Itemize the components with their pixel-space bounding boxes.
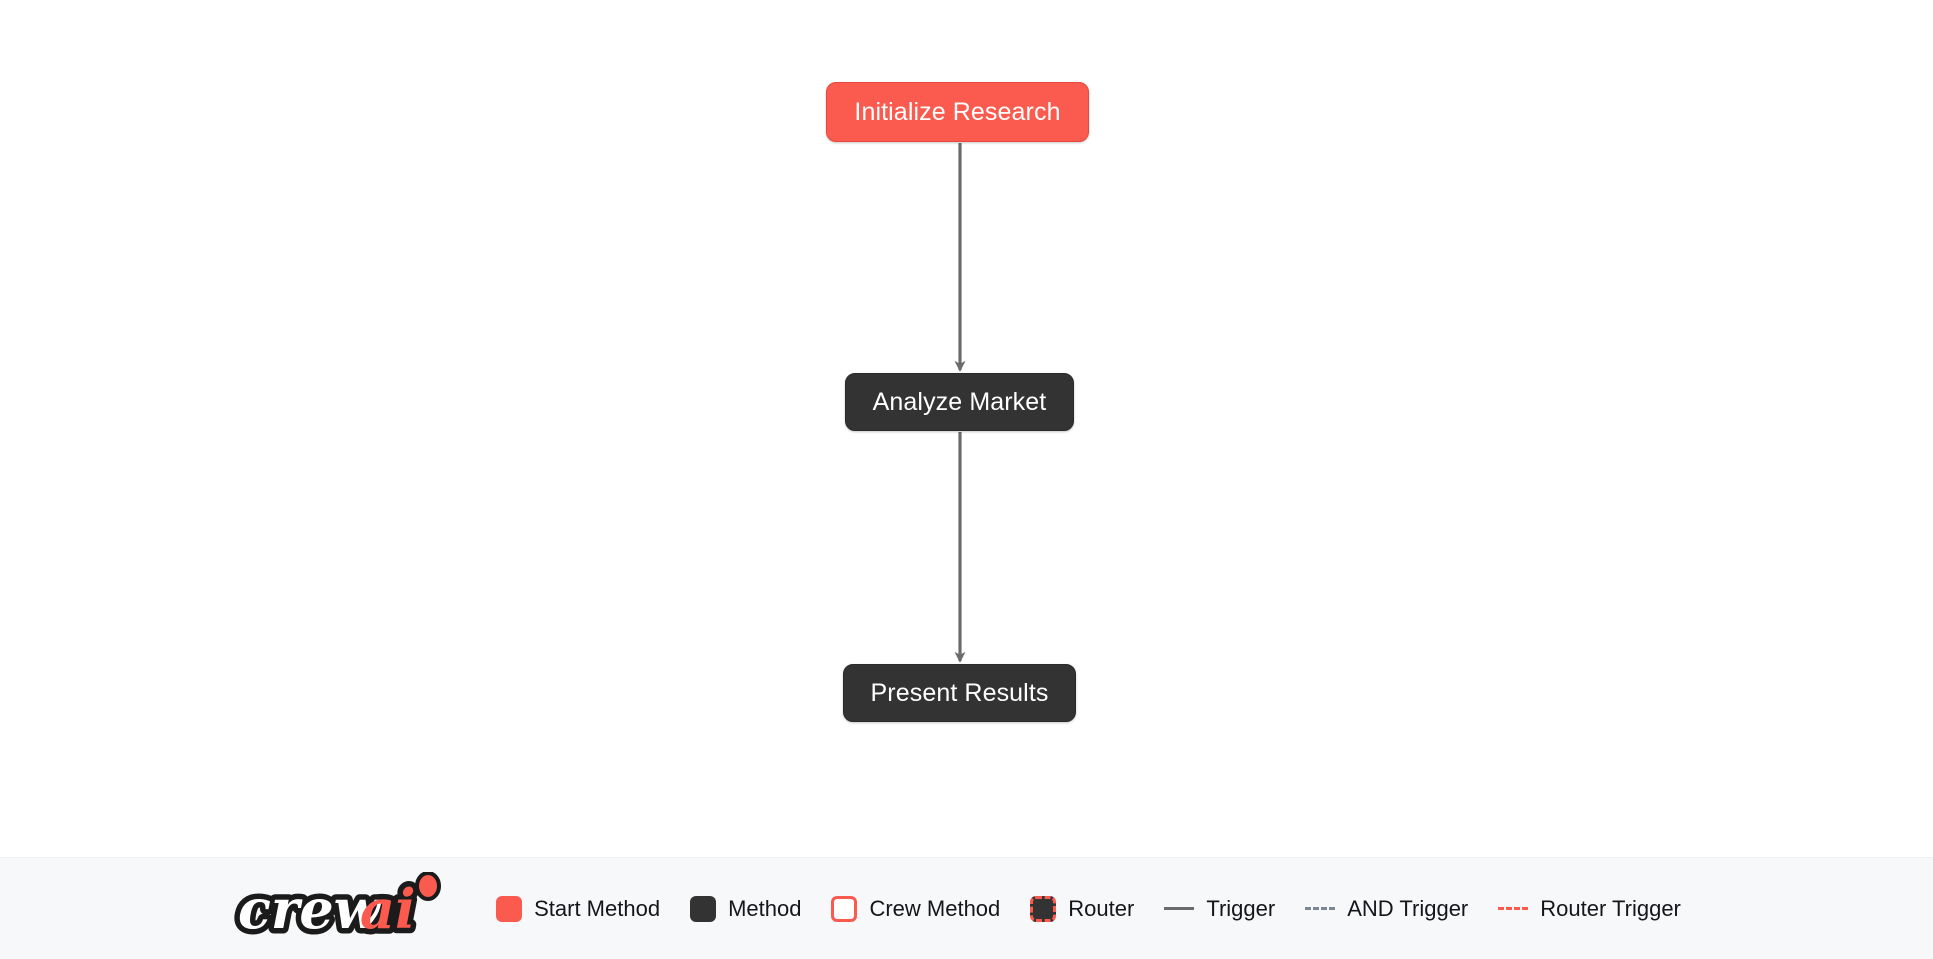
method-swatch-icon — [690, 895, 717, 922]
legend-label-trigger: Trigger — [1206, 895, 1276, 921]
crewai-logo-crew: crew — [238, 877, 383, 941]
crew-method-swatch-icon — [831, 895, 858, 922]
flow-canvas[interactable]: Initialize Research Analyze Market Prese… — [0, 0, 1933, 857]
start-method-swatch-icon — [496, 895, 523, 922]
flow-node-present-results[interactable]: Present Results — [843, 664, 1076, 722]
flow-node-initialize-research[interactable]: Initialize Research — [826, 82, 1089, 142]
crewai-logo-dot-icon — [415, 871, 442, 901]
legend-item-start-method: Start Method — [496, 895, 661, 922]
and-trigger-line-icon — [1305, 907, 1336, 910]
crewai-logo-ai: ai — [360, 877, 416, 941]
legend-label-router: Router — [1068, 895, 1135, 921]
legend-label-start-method: Start Method — [534, 895, 661, 921]
legend-item-router-trigger: Router Trigger — [1498, 896, 1681, 922]
legend-label-router-trigger: Router Trigger — [1540, 895, 1681, 921]
legend-item-crew-method: Crew Method — [831, 895, 1001, 922]
router-swatch-icon — [1030, 895, 1057, 922]
legend-item-router: Router — [1030, 895, 1135, 922]
crewai-logo-ai-outline: ai — [360, 877, 416, 941]
legend-bar: crew ai crew ai Start Method Method Crew… — [0, 857, 1933, 959]
crewai-logo: crew ai crew ai — [233, 871, 442, 946]
legend-label-crew-method: Crew Method — [869, 895, 1001, 921]
legend-label-and-trigger: AND Trigger — [1347, 895, 1469, 921]
legend-item-trigger: Trigger — [1164, 896, 1275, 922]
legend-label-method: Method — [728, 895, 802, 921]
legend-item-and-trigger: AND Trigger — [1305, 896, 1468, 922]
legend-item-method: Method — [690, 895, 802, 922]
crewai-logo-crew-outline: crew — [238, 877, 383, 941]
flow-node-analyze-market[interactable]: Analyze Market — [845, 373, 1074, 431]
router-trigger-line-icon — [1498, 907, 1529, 910]
trigger-line-icon — [1164, 907, 1195, 910]
